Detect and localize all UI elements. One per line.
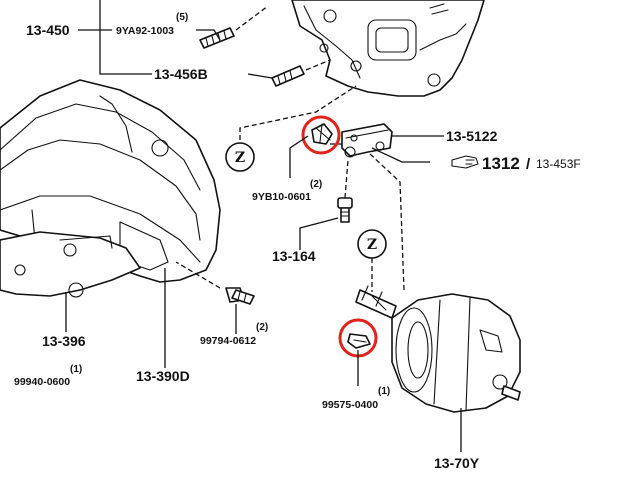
z-mark-text-2: Z	[367, 237, 377, 253]
shield-bolt	[225, 287, 255, 305]
qty-9ya92: (5)	[176, 12, 188, 23]
retaining-clip	[347, 333, 371, 349]
z-mark-text-1: Z	[235, 150, 245, 166]
qty-99940: (1)	[70, 364, 82, 375]
label-1312: 1312	[482, 154, 520, 173]
stud-bolt-upper	[199, 27, 235, 49]
label-slash: /	[526, 156, 531, 173]
heat-shield	[0, 79, 221, 283]
label-9ya92-1003: 9YA92-1003	[116, 25, 174, 37]
label-99575-0400: 99575-0400	[322, 399, 378, 411]
label-13-70y: 13-70Y	[434, 455, 480, 471]
qty-99575: (1)	[378, 386, 390, 397]
label-9yb10-0601: 9YB10-0601	[252, 191, 311, 203]
lower-bracket	[0, 231, 141, 298]
label-13-456b: 13-456B	[154, 66, 208, 82]
z-reference-mark-2: Z	[357, 229, 387, 259]
label-13-5122: 13-5122	[446, 128, 498, 144]
qty-9yb10: (2)	[310, 179, 322, 190]
wastegate-actuator	[355, 285, 521, 413]
label-13-453f: 13-453F	[536, 157, 581, 171]
label-13-164: 13-164	[272, 248, 316, 264]
qty-99794: (2)	[256, 322, 268, 333]
clip-part	[311, 123, 333, 145]
mounting-bracket	[341, 123, 393, 158]
manifold-bracket	[291, 0, 485, 97]
label-99940-0600: 99940-0600	[14, 376, 70, 388]
label-13-390d: 13-390D	[136, 368, 190, 384]
cross-reference-1312: 1312 / 13-453F	[451, 154, 581, 173]
label-13-396: 13-396	[42, 333, 86, 349]
pointing-hand-icon	[451, 155, 479, 169]
stud-bolt-lower	[271, 65, 305, 87]
label-13-450: 13-450	[26, 22, 70, 38]
hex-bolt	[337, 197, 353, 223]
guide-line-z1	[239, 85, 357, 140]
z-reference-mark-1: Z	[225, 142, 255, 172]
label-99794-0612: 99794-0612	[200, 335, 256, 347]
highlight-circle-clip-upper	[301, 115, 341, 155]
